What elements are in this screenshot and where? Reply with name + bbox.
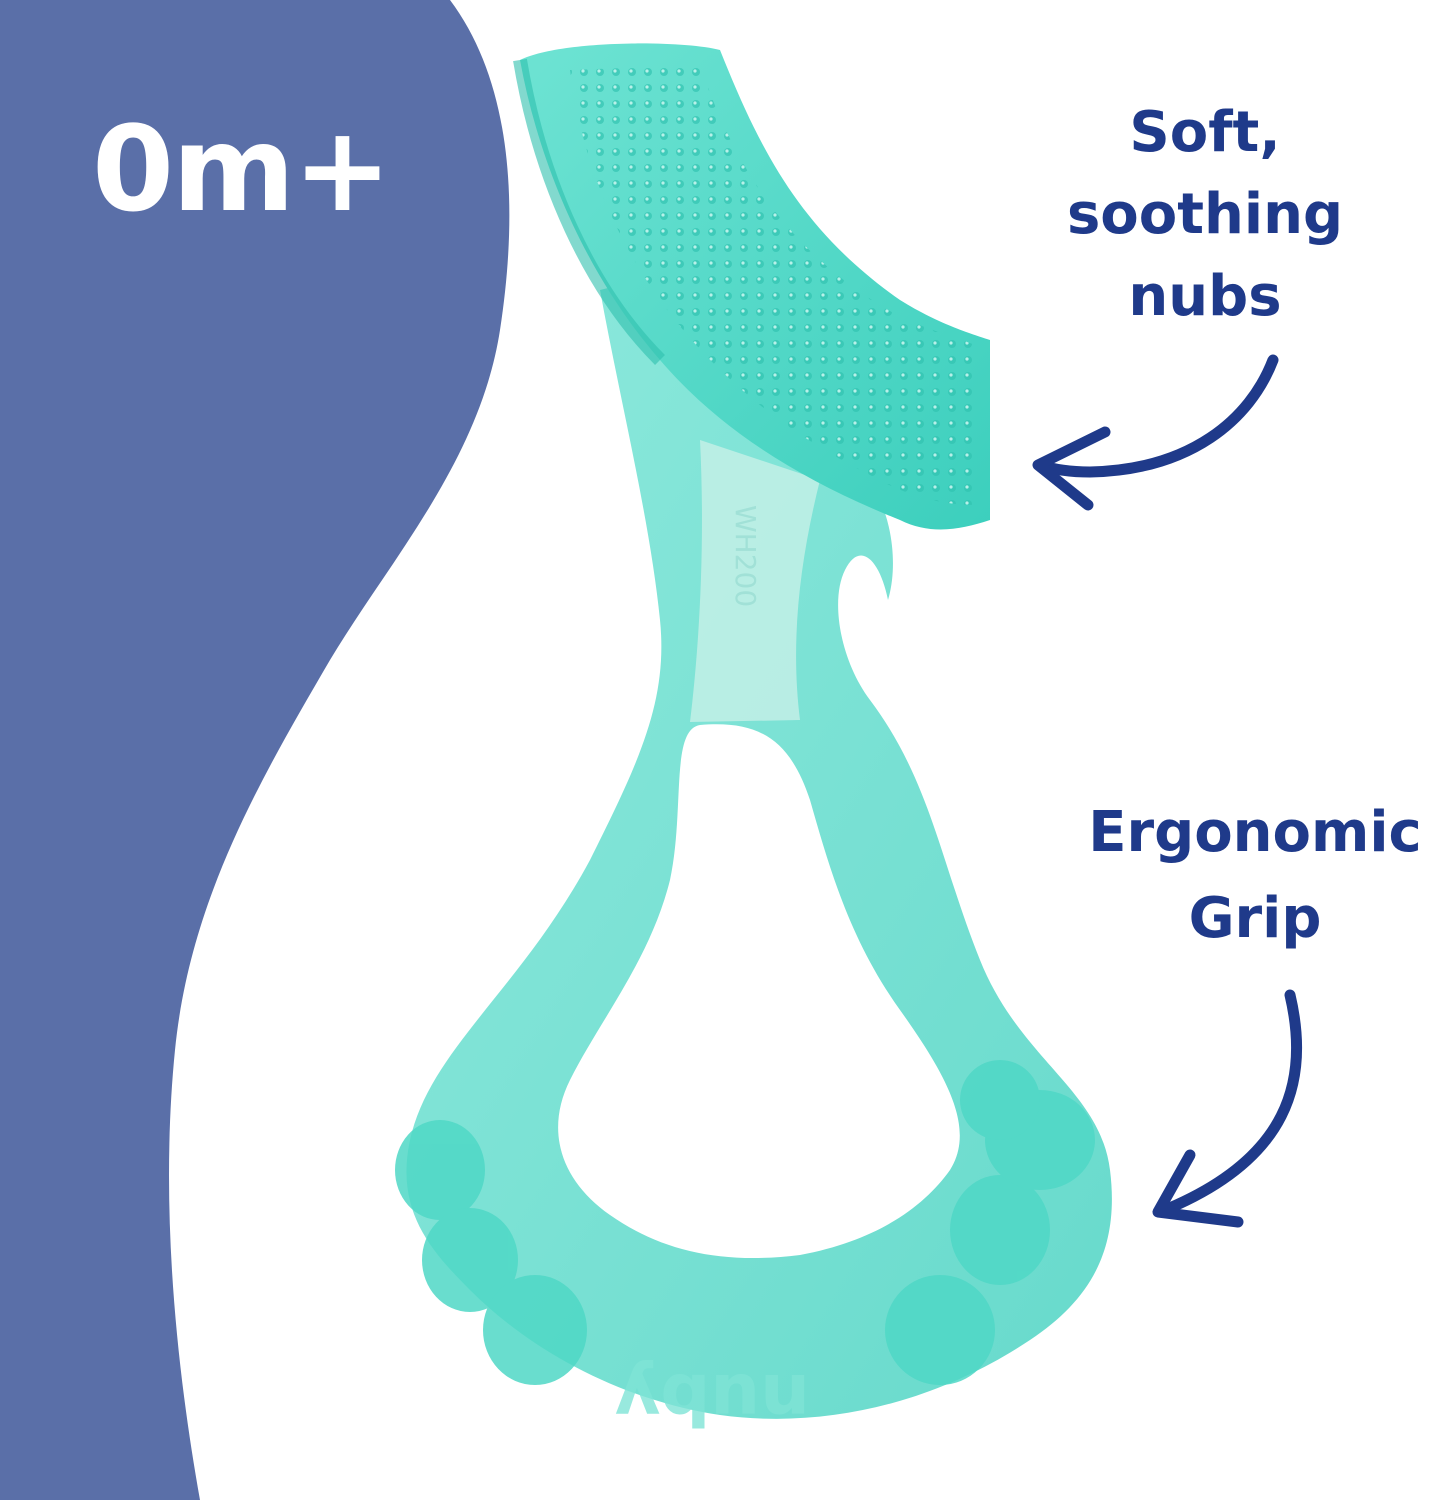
background-panel: [0, 0, 510, 1500]
callout-soothing-nubs: Soft, soothing nubs: [1050, 92, 1360, 338]
teether-loop-hole: [558, 724, 960, 1259]
arrow-nubs-icon: [1032, 354, 1279, 511]
callout-line: soothing: [1066, 182, 1344, 247]
callout-ergonomic-grip: Ergonomic Grip: [1080, 790, 1430, 962]
arrow-grip-icon: [1152, 989, 1303, 1228]
model-code-engraving: WH200: [729, 505, 762, 607]
callout-line: nubs: [1128, 264, 1282, 329]
age-badge: 0m+: [92, 100, 392, 238]
callout-line: Ergonomic: [1088, 800, 1422, 865]
callout-line: Soft,: [1129, 100, 1281, 165]
brand-mark-engraving: nuby: [615, 1358, 810, 1440]
brush-nubs: [570, 65, 975, 505]
teether-neck: [690, 440, 820, 722]
callout-line: Grip: [1188, 886, 1322, 951]
grip-ridges: [395, 1060, 1095, 1385]
